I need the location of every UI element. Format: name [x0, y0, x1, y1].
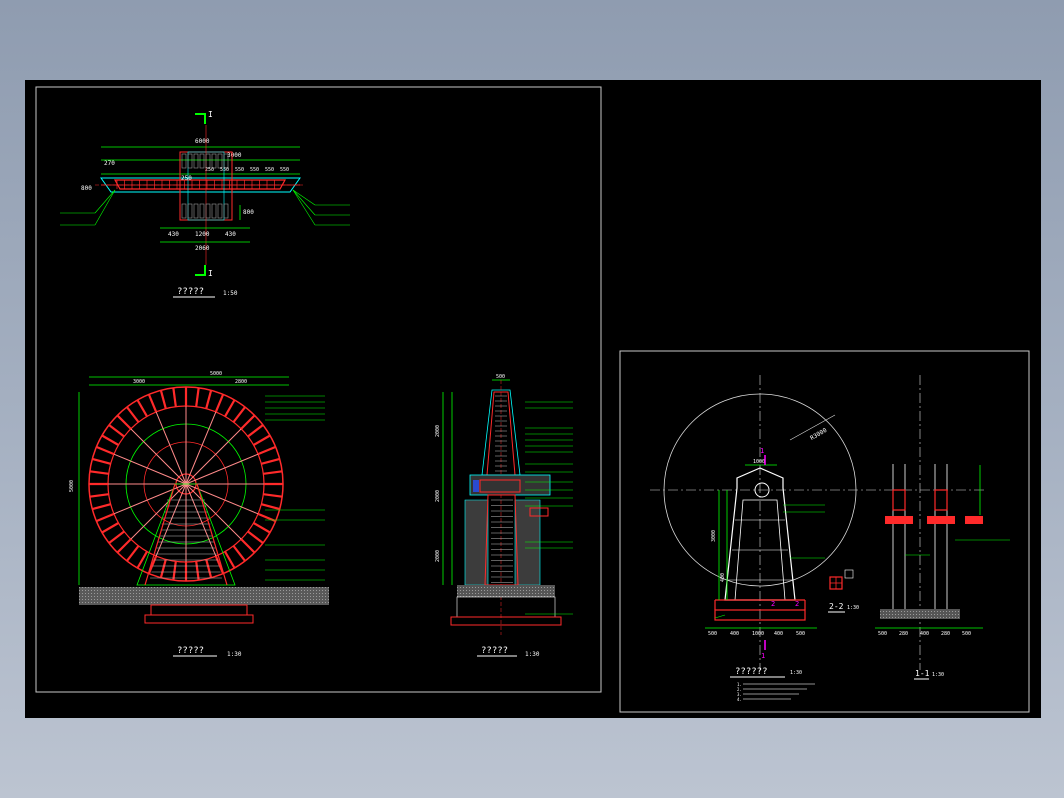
- detail-left-dim-2: 400: [720, 573, 726, 582]
- half-dim: 3000: [227, 152, 242, 159]
- detail-note-3: 3.: [737, 692, 742, 697]
- marker-top: 1: [760, 447, 764, 455]
- section-11-dim-3: 400: [920, 631, 929, 637]
- left-dim: 270: [104, 160, 115, 167]
- side-scale: 1:30: [525, 651, 540, 658]
- section-22-scale: 1:30: [847, 605, 859, 611]
- plan-view: I I 6000 3000 270 800 250 550 550 550 550 550…: [60, 110, 350, 298]
- detail-bottom-dim-4: 400: [774, 631, 783, 637]
- side-dim-1: 2000: [435, 425, 441, 437]
- segment-dim-3: 550: [235, 167, 244, 173]
- right-frame: [619, 350, 1030, 713]
- detail-title: ??????: [735, 667, 768, 677]
- detail-scale: 1:30: [790, 670, 802, 676]
- vertical-dim-2: 250: [181, 175, 192, 182]
- segment-dim-5: 550: [265, 167, 274, 173]
- front-title: ?????: [177, 646, 204, 656]
- segment-dim-4: 550: [250, 167, 259, 173]
- detail-bottom-dim-3: 1000: [752, 631, 764, 637]
- detail-note-4: 4.: [737, 697, 742, 702]
- detail-bottom-dim-5: 500: [796, 631, 805, 637]
- side-dim-2: 2000: [435, 490, 441, 502]
- side-top-dim: 500: [496, 374, 505, 380]
- vertical-dim-1: 800: [243, 209, 254, 216]
- detail-note-1: 1.: [737, 682, 742, 687]
- bottom-dim-1: 430: [168, 231, 179, 238]
- section-22-title: 2-2: [829, 602, 844, 611]
- section-11-scale: 1:30: [932, 672, 944, 678]
- side-dim-3: 2000: [435, 550, 441, 562]
- detail-note-2: 2.: [737, 687, 742, 692]
- plan-scale: 1:50: [223, 290, 238, 297]
- front-view: 5000 3000 2800 5000 ????? 1:30: [69, 371, 329, 658]
- detail-bottom-dim-1: 500: [708, 631, 717, 637]
- front-top-dim-1: 5000: [210, 371, 222, 377]
- marker-left: 2: [771, 600, 775, 608]
- detail-top-dim: 1000: [753, 459, 765, 465]
- section-11-dim-4: 280: [941, 631, 950, 637]
- bottom-dim-2: 1200: [195, 231, 210, 238]
- cad-drawing-canvas: I I 6000 3000 270 800 250 550 550 550 550 550…: [35, 86, 1030, 713]
- segment-dim-1: 250: [205, 167, 214, 173]
- left-frame: [35, 86, 602, 693]
- section-11-dim-1: 500: [878, 631, 887, 637]
- detail-view: R3000 1000 3000 400 1 1 2 2 500 400 1000 40…: [650, 375, 1010, 702]
- section-11-title: 1-1: [915, 669, 930, 678]
- segment-dim-2: 550: [220, 167, 229, 173]
- segment-dim-6: 550: [280, 167, 289, 173]
- section-mark-top: I: [208, 110, 213, 119]
- section-11-dim-2: 280: [899, 631, 908, 637]
- detail-bottom-dim-2: 400: [730, 631, 739, 637]
- overall-dim: 6000: [195, 138, 210, 145]
- marker-bottom: 1: [761, 652, 765, 660]
- side-dim: 800: [81, 185, 92, 192]
- section-11-dim-5: 500: [962, 631, 971, 637]
- front-top-dim-3: 2800: [235, 379, 247, 385]
- front-height-dim: 5000: [69, 480, 75, 492]
- bottom-dim-3: 430: [225, 231, 236, 238]
- plan-title: ?????: [177, 287, 204, 297]
- section-mark-bottom: I: [208, 269, 213, 278]
- front-top-dim-2: 3000: [133, 379, 145, 385]
- front-scale: 1:30: [227, 651, 242, 658]
- side-title: ?????: [481, 646, 508, 656]
- drawing-sheet: I I 6000 3000 270 800 250 550 550 550 550 550…: [25, 80, 1041, 718]
- detail-left-dim-1: 3000: [711, 530, 717, 542]
- bottom-total: 2060: [195, 245, 210, 252]
- marker-right: 2: [795, 600, 799, 608]
- radius-dim: R3000: [809, 427, 828, 442]
- side-view: 500 2000 2000 2000 ????? 1:30: [435, 374, 573, 658]
